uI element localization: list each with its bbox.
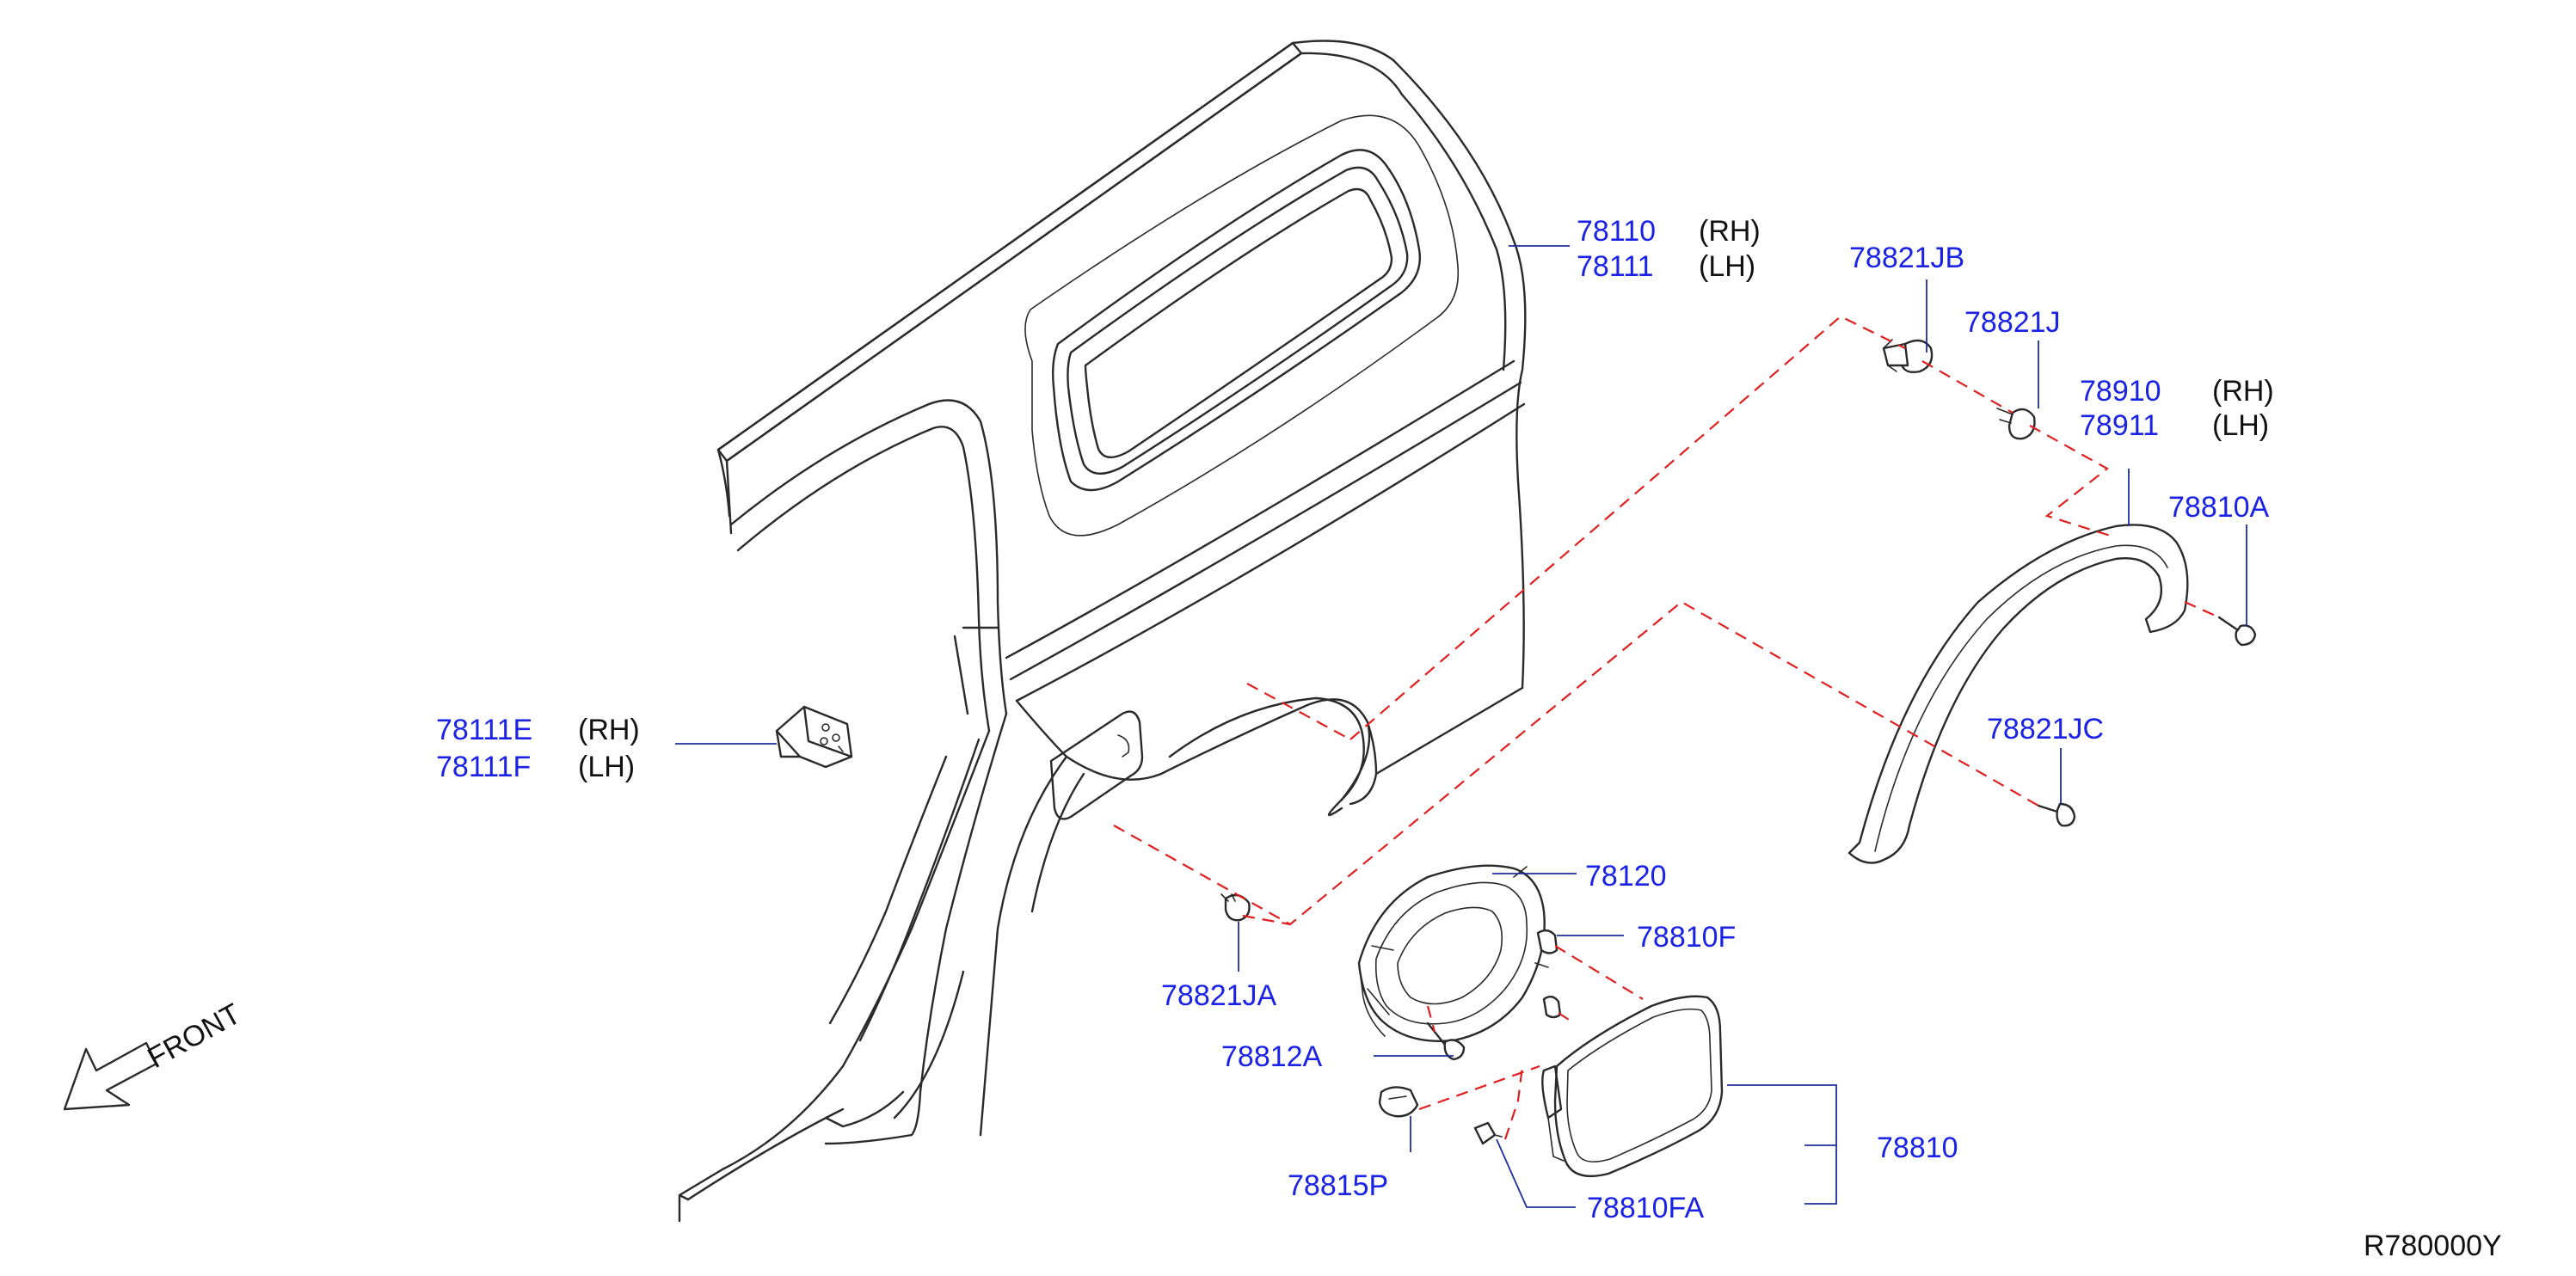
screw-78810a <box>2217 616 2257 647</box>
label-78910: 78910 <box>2080 375 2161 408</box>
label-78110: 78110 <box>1577 215 1656 248</box>
screw-78812a <box>1426 1021 1466 1061</box>
bumper-78810f-2 <box>1542 995 1562 1019</box>
dashed-guide-lines <box>1113 315 2220 1140</box>
clip-78821jb <box>1882 339 1934 373</box>
label-78911-side: (LH) <box>2212 409 2269 442</box>
label-78120: 78120 <box>1585 860 1667 893</box>
label-78111f-side: (LH) <box>578 751 635 783</box>
label-78110-side: (RH) <box>1699 215 1761 248</box>
clip-78821jc <box>2037 802 2076 827</box>
label-78810a: 78810A <box>2168 491 2270 524</box>
clip-78815p <box>1378 1086 1419 1118</box>
rear-quarter-panel <box>678 40 1527 1223</box>
part-labels: 78110 (RH) 78111 (LH) 78821JB 78821J 789… <box>142 215 2501 1262</box>
label-78911: 78911 <box>2080 409 2159 442</box>
label-78810: 78810 <box>1877 1132 1958 1164</box>
bumper-78810f <box>1536 929 1559 954</box>
label-78111-side: (LH) <box>1699 250 1755 283</box>
front-label: FRONT <box>142 997 246 1075</box>
label-78812a: 78812A <box>1221 1040 1323 1073</box>
front-arrow-icon <box>63 1041 158 1111</box>
bracket-78111e <box>775 705 853 769</box>
clip-78810fa <box>1473 1121 1503 1145</box>
leader-lines <box>675 245 2247 1208</box>
fuel-lid <box>1541 995 1724 1178</box>
label-78111f: 78111F <box>436 751 531 783</box>
clip-78821j <box>1996 408 2036 440</box>
diagram-code: R780000Y <box>2364 1230 2502 1262</box>
label-78111: 78111 <box>1577 250 1654 283</box>
label-78111e: 78111E <box>436 714 532 746</box>
fuel-filler-base <box>1357 864 1549 1042</box>
label-78810fa: 78810FA <box>1587 1192 1704 1224</box>
label-78111e-side: (RH) <box>578 714 640 746</box>
label-78821jb: 78821JB <box>1849 242 1964 274</box>
label-78815p: 78815P <box>1288 1169 1388 1202</box>
label-78821jc: 78821JC <box>1987 713 2104 745</box>
label-78810f: 78810F <box>1637 921 1736 954</box>
label-78821ja: 78821JA <box>1161 979 1277 1012</box>
wheel-arch-moulding <box>1847 524 2189 864</box>
label-78821j: 78821J <box>1964 306 2061 339</box>
label-78910-side: (RH) <box>2212 375 2274 408</box>
